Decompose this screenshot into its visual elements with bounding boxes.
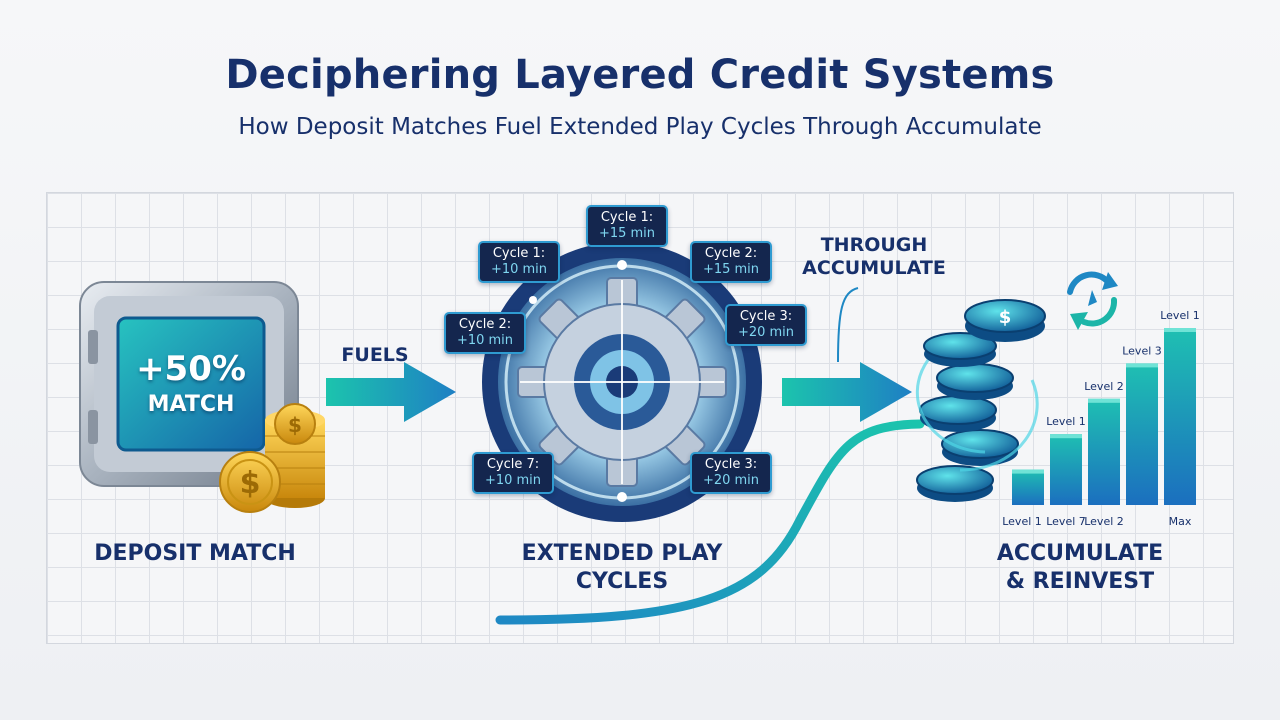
cycle-badge-name: Cycle 2: xyxy=(704,246,758,261)
deposit-match-label: DEPOSIT MATCH xyxy=(94,541,296,566)
svg-text:$: $ xyxy=(288,413,302,437)
page-subtitle: How Deposit Matches Fuel Extended Play C… xyxy=(238,114,1042,140)
through-leader-line xyxy=(837,287,859,363)
through-label-line2: ACCUMULATE xyxy=(802,257,946,279)
page-title: Deciphering Layered Credit Systems xyxy=(225,52,1055,98)
vault-match-label: MATCH xyxy=(147,392,235,417)
bar-cap-4 xyxy=(1126,363,1158,368)
accumulate-label-line1: ACCUMULATE xyxy=(996,541,1164,566)
cycle-badge-value: +10 min xyxy=(484,473,542,488)
cycle-badge-value: +20 min xyxy=(737,325,795,340)
cycle-badge-name: Cycle 1: xyxy=(600,210,654,225)
bar-value-label: Level 3 xyxy=(1122,344,1162,357)
gold-coins-icon: $ $ xyxy=(219,403,325,513)
bar-4 xyxy=(1126,363,1158,505)
bar-value-label: Level 1 xyxy=(1160,309,1200,322)
through-label-line1: THROUGH xyxy=(820,234,928,256)
cycle-badge: Cycle 2: +10 min xyxy=(444,312,526,354)
bar-value-label: Level 1 xyxy=(1046,415,1086,428)
fuels-arrow xyxy=(326,362,456,422)
bar-1 xyxy=(1012,469,1044,505)
extended-play-label: EXTENDED PLAY CYCLES xyxy=(487,540,757,596)
extended-play-label-line1: EXTENDED PLAY xyxy=(521,541,723,566)
cycle-badge-value: +20 min xyxy=(702,473,760,488)
bar-category-label: Level 7 xyxy=(1046,515,1086,528)
bar-cap-1 xyxy=(1012,469,1044,474)
cycle-badge-name: Cycle 3: xyxy=(704,457,758,472)
cycle-badge-value: +15 min xyxy=(702,262,760,277)
through-arrow xyxy=(782,362,912,422)
svg-text:$: $ xyxy=(999,307,1012,328)
cycle-badge-value: +10 min xyxy=(456,333,514,348)
bar-value-label: Level 2 xyxy=(1084,380,1124,393)
through-accumulate-label: THROUGH ACCUMULATE xyxy=(784,234,964,280)
cycle-badge-name: Cycle 2: xyxy=(458,317,512,332)
bar-5 xyxy=(1164,328,1196,505)
growth-curve xyxy=(495,419,925,625)
bar-category-label: Max xyxy=(1169,515,1192,528)
bar-category-label: Level 2 xyxy=(1084,515,1124,528)
cycle-badge-value: +15 min xyxy=(598,226,656,241)
cycle-badge: Cycle 3: +20 min xyxy=(725,304,807,346)
bar-category-label: Level 1 xyxy=(1002,515,1042,528)
coin-stack-icon: $ xyxy=(915,299,1046,502)
cycle-badge: Cycle 1: +15 min xyxy=(586,205,668,247)
fuels-label: FUELS xyxy=(341,344,409,366)
cycle-badge-name: Cycle 1: xyxy=(492,246,546,261)
svg-text:$: $ xyxy=(240,466,261,501)
cycle-badge: Cycle 3: +20 min xyxy=(690,452,772,494)
cycle-badge-name: Cycle 3: xyxy=(739,309,793,324)
bar-cap-2 xyxy=(1050,434,1082,439)
cycle-badge-value: +10 min xyxy=(490,262,548,277)
cycle-badge: Cycle 7: +10 min xyxy=(472,452,554,494)
accumulate-label: ACCUMULATE & REINVEST xyxy=(950,540,1210,596)
cycle-badge: Cycle 1: +10 min xyxy=(478,241,560,283)
recycle-arrows-icon xyxy=(1067,271,1118,330)
extended-play-label-line2: CYCLES xyxy=(575,569,669,594)
vault-percent: +50% xyxy=(136,349,246,389)
cycle-badge-name: Cycle 7: xyxy=(486,457,540,472)
vault-icon xyxy=(79,281,299,487)
bar-3 xyxy=(1088,398,1120,505)
bar-cap-5 xyxy=(1164,328,1196,332)
bar-2 xyxy=(1050,434,1082,505)
bar-cap-3 xyxy=(1088,398,1120,403)
cycle-badge: Cycle 2: +15 min xyxy=(690,241,772,283)
accumulate-label-line2: & REINVEST xyxy=(1005,569,1155,594)
